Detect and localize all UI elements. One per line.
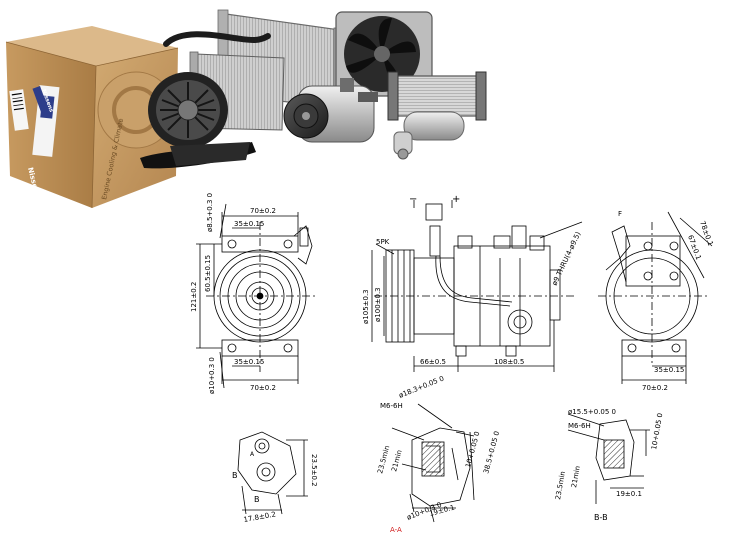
rear-bottom-inner: 35±0.15 <box>654 366 684 374</box>
rear-view <box>598 211 713 384</box>
front-bottom-width: 70±0.2 <box>250 384 276 392</box>
front-view <box>196 203 318 389</box>
front-inner-height: 60.5±0.15 <box>204 255 212 292</box>
side-length-b: 108±0.5 <box>494 358 524 366</box>
aa-caption: A-A <box>390 526 402 534</box>
side-view <box>371 200 583 372</box>
blower-motor <box>140 72 256 169</box>
rear-view-dims: F 78±0.1 67±0.1 35±0.15 70±0.2 <box>618 210 714 392</box>
rear-label-f: F <box>618 210 622 218</box>
product-photo: Nissens Nissens Engine Cooling & Climate <box>5 9 487 209</box>
ac-pipe <box>163 31 271 47</box>
aa-thread: M6-6H <box>380 402 403 410</box>
front-top-width: 70±0.2 <box>250 207 276 215</box>
rear-dim-b: 67±0.1 <box>686 234 702 261</box>
side-minus: − <box>409 194 417 205</box>
technical-drawing: 70±0.2 35±0.15 ø8.5+0.3 0 121±0.2 60.5±0… <box>190 193 714 534</box>
front-top-dia: ø8.5+0.3 0 <box>206 193 214 232</box>
front-view-dims: 70±0.2 35±0.15 ø8.5+0.3 0 121±0.2 60.5±0… <box>190 193 276 394</box>
front-top-inner: 35±0.15 <box>234 220 264 228</box>
bb-dim-b: 21min <box>570 465 582 488</box>
aa-dim-b: 21min <box>390 449 403 472</box>
cooling-fan <box>335 11 433 97</box>
detail-label-a: A <box>250 451 255 458</box>
side-length-a: 66±0.5 <box>420 358 446 366</box>
side-dia-inner: ø100±0.3 <box>374 287 382 322</box>
front-left-height: 121±0.2 <box>190 282 198 312</box>
aa-dim-a: 23.5min <box>376 445 391 475</box>
compressor-photo <box>283 78 378 143</box>
side-plus: + <box>452 194 460 205</box>
radiator <box>387 71 487 121</box>
front-bottom-dia: ø10+0.3 0 <box>208 357 216 394</box>
detail-label-b: B <box>232 471 238 480</box>
bb-thread: M6-6H <box>568 422 591 430</box>
detail-label-b2: B <box>254 495 260 504</box>
side-dia-outer: ø105±0.3 <box>362 289 370 324</box>
bb-dim-a: 23.5min <box>554 471 567 501</box>
detail-height: 23.5±0.2 <box>310 454 318 487</box>
front-bottom-inner: 35±0.15 <box>234 358 264 366</box>
section-aa <box>391 403 475 523</box>
aa-dia-top: ø18.3+0.05 0 <box>398 374 446 399</box>
bb-caption: B-B <box>594 513 608 522</box>
aa-dim-d: 38.5+0.05 0 <box>482 430 501 474</box>
bb-dia-top: ø15.5+0.05 0 <box>568 408 616 416</box>
side-belt: 5PK <box>376 238 390 246</box>
detail-b-view <box>237 431 308 515</box>
rear-dim-a: 78±0.1 <box>698 220 714 247</box>
receiver-dryer <box>393 111 465 160</box>
bb-dim-c: 10+0.05 0 <box>650 412 664 450</box>
rear-bottom-width: 70±0.2 <box>642 384 668 392</box>
detail-width: 17.8±0.2 <box>243 510 276 524</box>
side-view-dims: − + 5PK ø105±0.3 ø100±0.3 66±0.5 108±0.5… <box>362 194 583 366</box>
bb-dim-d: 19±0.1 <box>616 490 642 498</box>
side-thru-hole: ø9 THRU(4-ø9.5) <box>551 230 583 287</box>
section-bb <box>567 413 650 504</box>
detail-b-dims: A B B 23.5±0.2 17.8±0.2 <box>232 451 318 524</box>
